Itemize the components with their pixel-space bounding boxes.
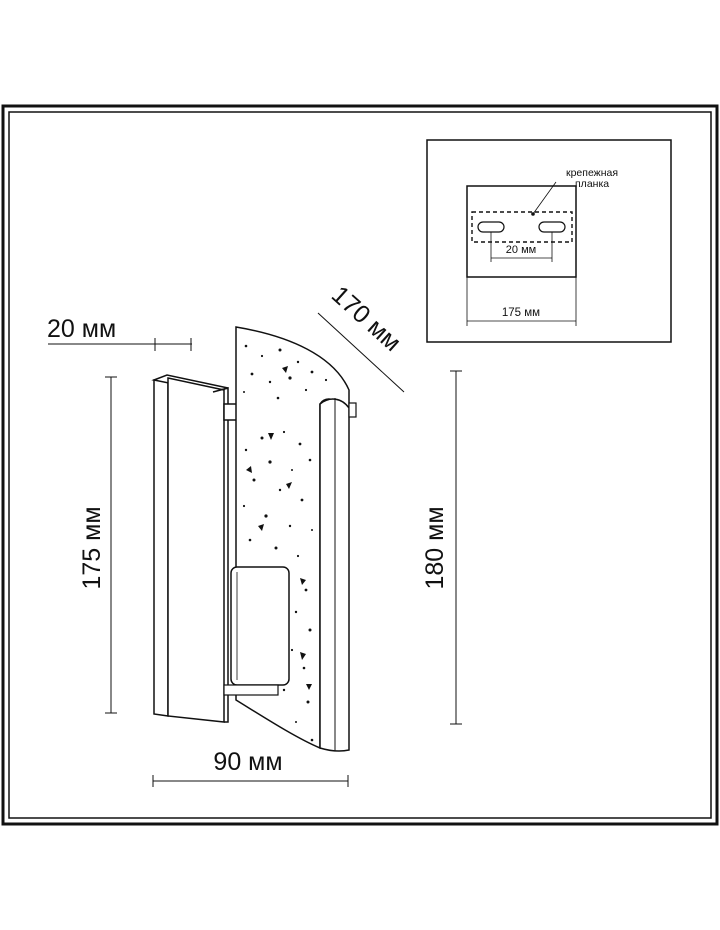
- base-back-edge: [212, 387, 229, 723]
- dim-total-height: 180 мм: [421, 370, 462, 725]
- lamp-socket: [230, 566, 290, 686]
- total-height-label: 180 мм: [421, 506, 449, 589]
- bracket-label-line1: крепежная: [566, 167, 618, 179]
- wall-plate: [466, 185, 577, 278]
- bracket-dashed: [471, 211, 573, 243]
- slot-left: [477, 221, 505, 233]
- shade-arc-label: 170 мм: [326, 281, 406, 357]
- base-height-label: 175 мм: [78, 506, 106, 589]
- total-width-label: 90 мм: [213, 748, 282, 776]
- leader-dot: [531, 212, 535, 216]
- base-side: [153, 377, 169, 717]
- dim-bracket-depth: 20 мм: [47, 315, 192, 351]
- bracket-label-line2: планка: [575, 178, 609, 190]
- mounting-plate-inset: крепежная планка 20 мм 175 мм: [426, 139, 672, 343]
- shade-knob: [348, 402, 357, 418]
- slot-spacing-label: 20 мм: [506, 244, 536, 256]
- bracket-depth-label: 20 мм: [47, 315, 116, 343]
- outer-frame: [1, 104, 719, 826]
- bracket-leader: [532, 181, 557, 215]
- inner-frame: [8, 111, 712, 819]
- dim-base-height: 175 мм: [78, 376, 117, 714]
- slot-right: [538, 221, 566, 233]
- socket-stem: [223, 684, 279, 696]
- plate-width-label: 175 мм: [502, 307, 540, 319]
- glass-speckles: [242, 344, 328, 742]
- lamp-drawing: [151, 326, 357, 752]
- base-front: [167, 377, 225, 723]
- inset-frame: [426, 139, 672, 343]
- dim-total-width: 90 мм: [152, 748, 349, 787]
